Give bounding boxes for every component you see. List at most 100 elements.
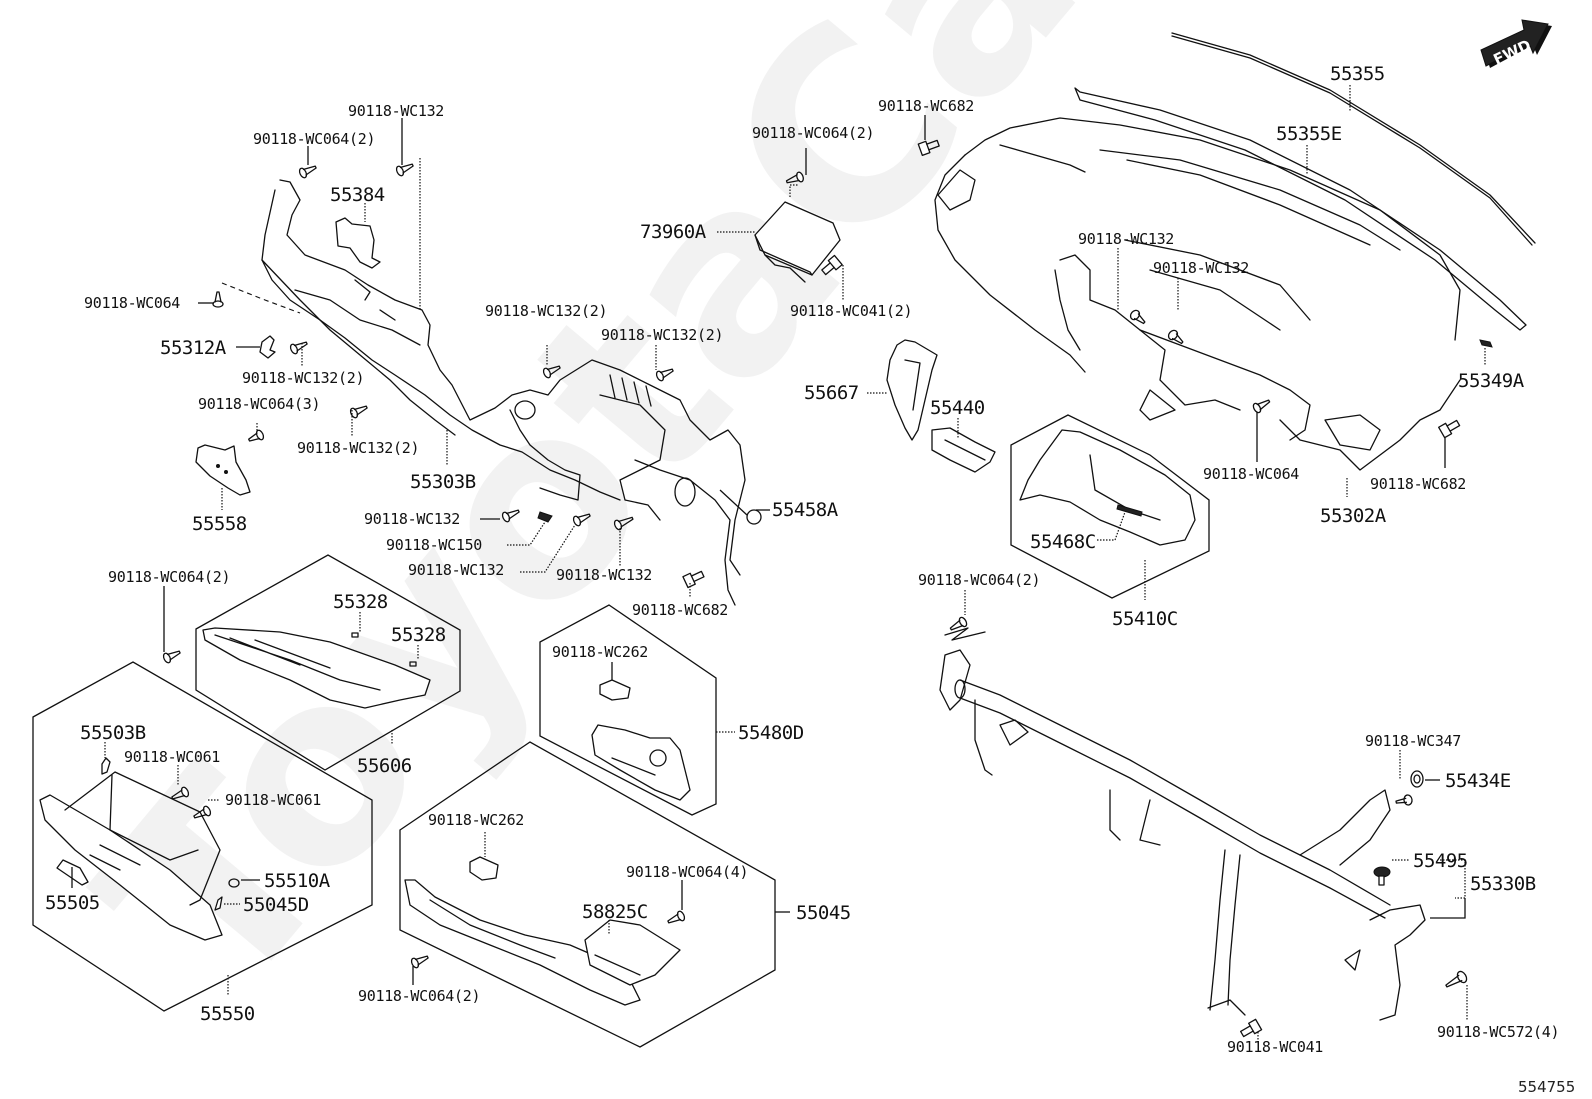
screw-icon[interactable]	[655, 366, 675, 382]
part-55330b-reinforcement[interactable]	[939, 649, 1426, 1021]
part-55550-glove-box[interactable]	[39, 771, 223, 941]
callout-label[interactable]: 90118-WC064(3)	[198, 395, 321, 413]
screw-icon[interactable]	[410, 953, 430, 969]
screw-icon[interactable]	[395, 161, 415, 177]
screw-icon[interactable]	[542, 363, 562, 379]
callout-label[interactable]: 55045	[796, 902, 851, 924]
part-55667-garnish[interactable]	[886, 339, 938, 441]
callout-label[interactable]: 55440	[930, 397, 985, 419]
screw-icon[interactable]	[212, 291, 224, 308]
callout-label[interactable]: 90118-WC132	[1153, 259, 1249, 277]
callout-label[interactable]: 55328	[391, 624, 446, 646]
clip-icon[interactable]	[537, 511, 553, 523]
callout-label[interactable]: 55495	[1413, 850, 1468, 872]
callout-label[interactable]: 55410C	[1112, 608, 1178, 630]
part-55410c-panel[interactable]	[1019, 429, 1196, 546]
screw-icon[interactable]	[1443, 970, 1468, 991]
part-55440-register[interactable]	[931, 427, 996, 473]
callout-label[interactable]: 90118-WC064(2)	[253, 130, 376, 148]
callout-label[interactable]: 90118-WC132(2)	[485, 302, 608, 320]
part-90118-wc262-clip-a[interactable]	[599, 679, 631, 701]
part-55458a-cap[interactable]	[719, 489, 762, 525]
callout-label[interactable]: 90118-WC682	[878, 97, 974, 115]
callout-label[interactable]: 55503B	[80, 722, 146, 744]
part-55510a-damper[interactable]	[228, 878, 240, 888]
callout-label[interactable]: 90118-WC262	[552, 643, 648, 661]
callout-label[interactable]: 55558	[192, 513, 247, 535]
callout-label[interactable]: 55606	[357, 755, 412, 777]
screw-icon[interactable]	[785, 171, 804, 186]
callout-label[interactable]: 90118-WC064	[1203, 465, 1300, 483]
callout-label[interactable]: 90118-WC041	[1227, 1038, 1324, 1056]
callout-label[interactable]: 90118-WC132	[408, 561, 504, 579]
screw-icon[interactable]	[170, 786, 190, 802]
screw-icon[interactable]	[666, 910, 686, 926]
callout-label[interactable]: 55349A	[1458, 370, 1525, 392]
callout-label[interactable]: 90118-WC064(2)	[358, 987, 481, 1005]
part-55606-tray[interactable]	[202, 627, 431, 709]
callout-label[interactable]: 90118-WC061	[124, 748, 221, 766]
callout-label[interactable]: 55550	[200, 1003, 255, 1025]
callout-label[interactable]: 90118-WC132	[348, 102, 444, 120]
callout-label[interactable]: 55458A	[772, 499, 839, 521]
callout-label[interactable]: 90118-WC064(2)	[752, 124, 875, 142]
callout-label[interactable]: 90118-WC064	[84, 294, 181, 312]
callout-label[interactable]: 90118-WC150	[386, 536, 483, 554]
part-55558-bracket[interactable]	[195, 444, 251, 496]
screw-icon[interactable]	[247, 429, 265, 444]
callout-label[interactable]: 90118-WC061	[225, 791, 322, 809]
part-55045-lower-panel[interactable]	[404, 879, 641, 1006]
part-55503b-bumper[interactable]	[101, 757, 111, 775]
screw-icon[interactable]	[1129, 309, 1148, 327]
callout-label[interactable]: 73960A	[640, 221, 707, 243]
callout-label[interactable]: 55302A	[1320, 505, 1387, 527]
part-55302a-instrument-panel[interactable]	[934, 117, 1461, 471]
callout-label[interactable]: 90118-WC682	[632, 601, 728, 619]
callout-label[interactable]: 55434E	[1445, 770, 1511, 792]
callout-label[interactable]: 55355	[1330, 63, 1385, 85]
part-55495-clip[interactable]	[1373, 866, 1391, 886]
callout-label[interactable]: 90118-WC262	[428, 811, 524, 829]
part-55312a-clip[interactable]	[259, 335, 276, 359]
screw-icon[interactable]	[162, 648, 182, 664]
screw-icon[interactable]	[298, 163, 318, 179]
bolt-icon[interactable]	[820, 254, 843, 276]
callout-label[interactable]: 55384	[330, 184, 385, 206]
part-55384-bracket[interactable]	[335, 217, 381, 269]
screw-icon[interactable]	[572, 511, 592, 527]
bolt-icon[interactable]	[1239, 1018, 1263, 1039]
screw-icon[interactable]	[192, 805, 212, 821]
part-55434e-grommet[interactable]	[1410, 770, 1424, 788]
callout-label[interactable]: 55510A	[264, 870, 331, 892]
part-55480d-panel[interactable]	[591, 724, 691, 801]
screw-icon[interactable]	[948, 616, 968, 633]
screw-icon[interactable]	[613, 514, 634, 531]
bolt-icon[interactable]	[917, 138, 940, 156]
callout-label[interactable]: 90118-WC132	[364, 510, 460, 528]
callout-label[interactable]: 90118-WC132(2)	[297, 439, 420, 457]
part-73960a-ecu[interactable]	[754, 184, 841, 283]
callout-label[interactable]: 55667	[804, 382, 859, 404]
callout-label[interactable]: 90118-WC132	[556, 566, 652, 584]
callout-label[interactable]: 90118-WC682	[1370, 475, 1466, 493]
callout-label[interactable]: 55328	[333, 591, 388, 613]
part-55349a-clip[interactable]	[1479, 339, 1493, 348]
callout-label[interactable]: 55303B	[410, 471, 476, 493]
part-58825c-box[interactable]	[584, 919, 681, 986]
callout-label[interactable]: 55045D	[243, 894, 309, 916]
bolt-icon[interactable]	[682, 569, 705, 589]
callout-label[interactable]: 90118-WC132(2)	[601, 326, 724, 344]
callout-label[interactable]: 58825C	[582, 901, 648, 923]
callout-label[interactable]: 55468C	[1030, 531, 1096, 553]
callout-label[interactable]: 90118-WC064(2)	[918, 571, 1041, 589]
screw-icon[interactable]	[1252, 397, 1272, 414]
callout-label[interactable]: 90118-WC132	[1078, 230, 1174, 248]
callout-label[interactable]: 55480D	[738, 722, 804, 744]
screw-icon[interactable]	[501, 507, 521, 523]
callout-label[interactable]: 55312A	[160, 337, 227, 359]
callout-label[interactable]: 55355E	[1276, 123, 1342, 145]
callout-label[interactable]: 55330B	[1470, 873, 1536, 895]
screw-icon[interactable]	[289, 339, 309, 355]
callout-label[interactable]: 90118-WC064(2)	[108, 568, 231, 586]
callout-label[interactable]: 90118-WC041(2)	[790, 302, 913, 320]
